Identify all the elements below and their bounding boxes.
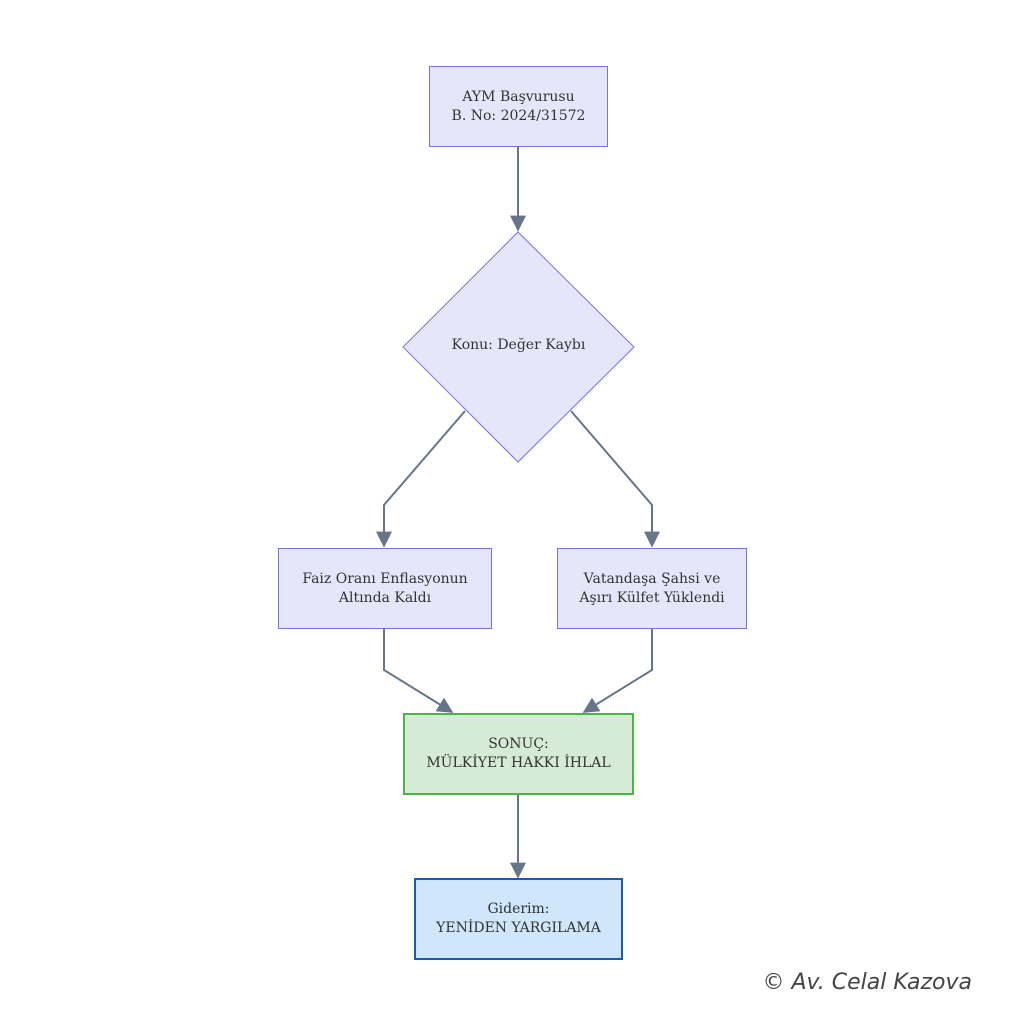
node-application: AYM Başvurusu B. No: 2024/31572 [429, 66, 608, 147]
node-application-line2: B. No: 2024/31572 [451, 107, 586, 124]
edge-burden-to-result [582, 629, 653, 713]
node-burden-line2: Aşırı Külfet Yüklendi [579, 589, 725, 606]
copyright-text: © Av. Celal Kazova [762, 970, 972, 995]
node-remedy: Giderim: YENİDEN YARGILAMA [414, 878, 623, 960]
node-burden: Vatandaşa Şahsi ve Aşırı Külfet Yüklendi [557, 548, 747, 629]
node-burden-line1: Vatandaşa Şahsi ve [583, 570, 721, 587]
node-result-line2: MÜLKİYET HAKKI İHLAL [426, 755, 611, 771]
node-interest: Faiz Oranı Enflasyonun Altında Kaldı [278, 548, 492, 629]
node-remedy-line1: Giderim: [487, 901, 550, 917]
node-interest-line1: Faiz Oranı Enflasyonun [302, 570, 468, 587]
edge-subject-to-interest [376, 410, 466, 548]
node-application-line1: AYM Başvurusu [462, 88, 575, 105]
edge-interest-to-result [383, 629, 454, 713]
node-result: SONUÇ: MÜLKİYET HAKKI İHLAL [403, 713, 634, 795]
node-interest-line2: Altında Kaldı [338, 589, 432, 606]
edge-subject-to-burden [570, 410, 660, 548]
node-result-line1: SONUÇ: [488, 736, 549, 752]
node-subject-label: Konu: Değer Kaybı [451, 337, 586, 353]
node-remedy-line2: YENİDEN YARGILAMA [436, 920, 601, 936]
decision-diamond-subject [402, 231, 635, 463]
